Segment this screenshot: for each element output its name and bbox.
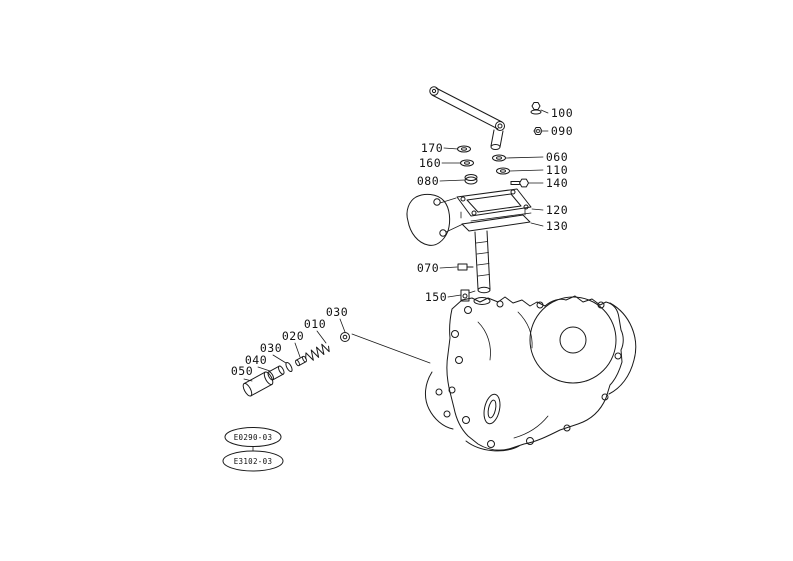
reference-tag-2[interactable]: E3102-03 — [222, 450, 284, 472]
callout-030-a[interactable]: 030 — [326, 305, 348, 319]
washer-030-icon — [285, 361, 293, 373]
spring-010-icon — [305, 343, 330, 361]
cap-050-icon — [242, 371, 274, 397]
callout-040[interactable]: 040 — [245, 353, 267, 367]
washer-060-icon — [492, 154, 506, 162]
callout-030-b[interactable]: 030 — [260, 341, 282, 355]
callout-080[interactable]: 080 — [417, 174, 439, 188]
callout-150[interactable]: 150 — [425, 290, 447, 304]
banjo-030-icon — [340, 332, 350, 342]
bolt-140-icon — [510, 178, 529, 188]
priming-lever-art — [429, 86, 505, 150]
callout-060[interactable]: 060 — [546, 150, 568, 164]
engine-block-art — [424, 295, 637, 452]
callout-020[interactable]: 020 — [282, 329, 304, 343]
reference-tag-2-label: E3102-03 — [234, 457, 273, 466]
nut-080-icon — [464, 174, 478, 185]
callout-140[interactable]: 140 — [546, 176, 568, 190]
callout-010[interactable]: 010 — [304, 317, 326, 331]
callouts: 100 090 060 110 140 120 130 170 160 080 … — [231, 106, 573, 378]
leader-lines — [243, 109, 549, 382]
pin-070-icon — [457, 263, 474, 271]
washer-110-icon — [496, 167, 510, 175]
reference-tags: E0290-03 E3102-03 — [222, 427, 284, 472]
callout-120[interactable]: 120 — [546, 203, 568, 217]
reference-tag-1-label: E0290-03 — [234, 433, 273, 442]
callout-050[interactable]: 050 — [231, 364, 253, 378]
fuel-pump-assembly-art — [456, 145, 532, 302]
callout-130[interactable]: 130 — [546, 219, 568, 233]
bolt-100-art — [530, 102, 542, 115]
callout-170[interactable]: 170 — [421, 141, 443, 155]
mounting-plate-art — [406, 193, 464, 246]
callout-070[interactable]: 070 — [417, 261, 439, 275]
callout-110[interactable]: 110 — [546, 163, 568, 177]
clevis-150-icon — [460, 289, 476, 302]
nut-090-art — [533, 127, 543, 135]
callout-090[interactable]: 090 — [551, 124, 573, 138]
callout-160[interactable]: 160 — [419, 156, 441, 170]
reference-tag-1[interactable]: E0290-03 — [224, 427, 282, 447]
joint-040-icon — [267, 365, 285, 381]
callout-100[interactable]: 100 — [551, 106, 573, 120]
washer-160-icon — [460, 159, 474, 167]
washer-170-icon — [457, 145, 471, 153]
